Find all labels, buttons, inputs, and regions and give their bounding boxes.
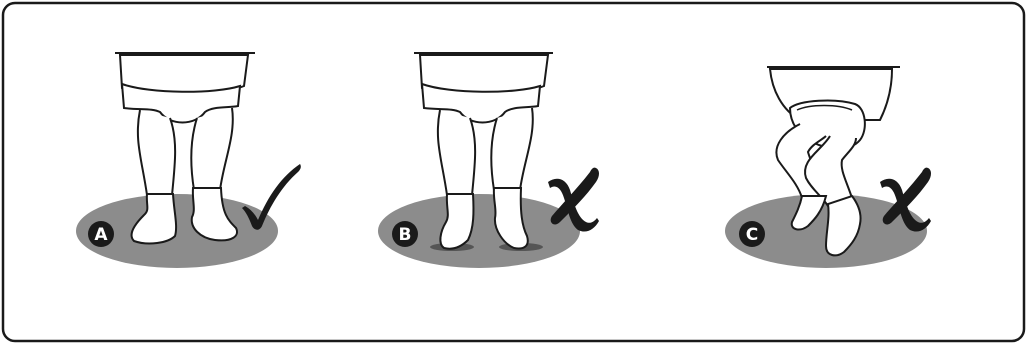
panel-label: B	[399, 225, 412, 245]
panel-label: C	[746, 225, 758, 245]
panel-label: A	[94, 225, 108, 245]
